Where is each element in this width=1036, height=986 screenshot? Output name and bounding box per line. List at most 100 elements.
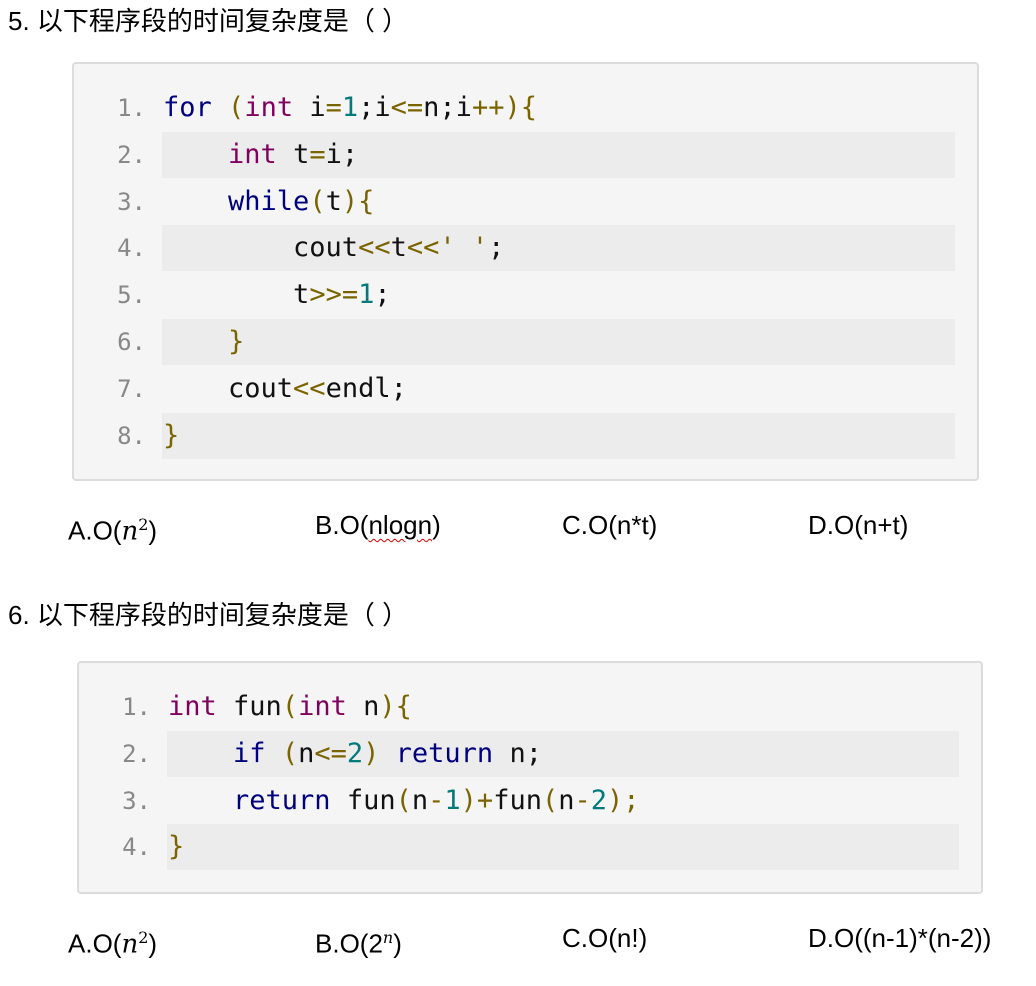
code-token-kw: for [163, 92, 212, 123]
code-token-num: 1 [341, 92, 359, 123]
code-token-op: <= [390, 92, 424, 123]
code-line: 1.int fun(int n){ [79, 684, 959, 730]
code-line: 5. t>>=1; [74, 272, 955, 318]
code-token-op: ( [281, 691, 299, 722]
code-line: 8.} [74, 412, 955, 459]
code-token-op: << [293, 372, 326, 404]
code-token-id [212, 92, 228, 123]
code-line: 1.for (int i=1;i<=n;i++){ [74, 85, 955, 131]
code-token-op: = [325, 92, 342, 123]
code-block-q5: 1.for (int i=1;i<=n;i++){2. int t=i;3. w… [72, 62, 979, 481]
code-token-op: ' ' [439, 232, 489, 264]
code-token-id: cout [163, 372, 294, 404]
code-token-ty: int [244, 92, 294, 123]
code-token-ty: int [168, 691, 217, 722]
code-token-id: n;i [423, 92, 472, 123]
code-token-op: } [168, 831, 185, 863]
code-token-op: ( [228, 92, 245, 123]
code-token-id: fun [493, 784, 542, 816]
code-token-op: >>= [309, 279, 359, 311]
code-token-id: ; [374, 279, 391, 311]
code-line: 2. int t=i; [74, 131, 955, 178]
code-token-op: << [406, 232, 440, 264]
code-token-op: ){ [379, 691, 412, 722]
code-token-op: ); [607, 784, 640, 816]
code-token-id: fun [216, 691, 282, 722]
code-token-id: t [276, 138, 310, 170]
code-token-op: ){ [341, 185, 375, 217]
line-number: 2. [122, 739, 151, 768]
code-token-id: n; [493, 737, 542, 769]
code-token-op: <= [314, 737, 347, 769]
code-token-op: - [428, 784, 445, 816]
code-token-id: t [390, 232, 407, 264]
line-number: 3. [117, 187, 146, 216]
code-text: if (n<=2) return n; [167, 730, 959, 777]
line-number: 3. [122, 786, 151, 815]
code-token-id: n [346, 691, 380, 722]
option-c: C.O(n*t) [562, 510, 658, 540]
code-token-op: - [574, 784, 591, 816]
line-number: 5. [117, 281, 146, 310]
code-token-id: n [558, 784, 575, 816]
code-block-q6: 1.int fun(int n){2. if (n<=2) return n;3… [77, 661, 983, 894]
code-token-id: n [411, 784, 429, 816]
code-token-id: endl; [325, 372, 407, 404]
code-token-num: 2 [590, 784, 608, 816]
code-line: 4.} [79, 824, 959, 871]
code-token-id [163, 139, 228, 170]
code-token-ty: int [228, 138, 277, 170]
code-token-id [163, 326, 228, 357]
code-text: t>>=1; [162, 272, 955, 318]
code-token-id: t [325, 185, 342, 217]
option-d: D.O(n+t) [808, 510, 909, 540]
code-text: int fun(int n){ [167, 684, 959, 730]
option-c: C.O(n!) [562, 923, 648, 953]
code-token-op: ++){ [471, 92, 537, 123]
code-token-op: } [163, 419, 180, 451]
line-number: 2. [117, 140, 146, 169]
code-token-op: << [358, 232, 391, 264]
option-a: A.O(n2) [68, 928, 158, 960]
code-token-op: ( [309, 185, 326, 217]
line-number: 4. [122, 833, 151, 862]
line-number: 6. [117, 328, 146, 356]
code-line: 3. while(t){ [74, 179, 955, 225]
code-token-op: ( [395, 784, 412, 816]
code-token-num: 1 [358, 279, 375, 311]
code-text: return fun(n-1)+fun(n-2); [167, 778, 959, 824]
code-token-id [168, 785, 233, 816]
code-line: 4. cout<<t<<' '; [74, 225, 955, 272]
code-line: 3. return fun(n-1)+fun(n-2); [79, 778, 959, 824]
code-text: while(t){ [162, 179, 955, 225]
code-token-id [168, 738, 233, 769]
code-token-op: )+ [460, 784, 494, 816]
code-token-op: ) [363, 737, 380, 769]
line-number: 4. [117, 234, 146, 263]
code-token-op: ( [541, 784, 559, 816]
code-text: for (int i=1;i<=n;i++){ [162, 85, 955, 131]
code-token-id [266, 738, 282, 769]
code-token-op: ( [281, 737, 299, 769]
option-b: B.O(nlogn) [315, 510, 441, 540]
code-token-id: ;i [358, 92, 391, 123]
code-token-id: i [293, 92, 326, 123]
code-line: 2. if (n<=2) return n; [79, 730, 959, 777]
code-token-kw: while [228, 185, 310, 217]
code-token-num: 1 [444, 784, 461, 816]
option-b: B.O(2n) [315, 928, 402, 959]
code-token-id: i; [325, 138, 359, 170]
code-token-ty: int [298, 691, 347, 722]
line-number: 7. [117, 374, 146, 403]
code-text: } [162, 412, 955, 459]
code-token-num: 2 [346, 737, 364, 769]
option-d: D.O((n-1)*(n-2)) [808, 923, 992, 953]
code-token-kw: return [233, 784, 331, 816]
code-token-id [379, 738, 395, 769]
code-token-id: ; [488, 232, 505, 264]
code-token-id: n [298, 737, 315, 769]
code-token-op: } [228, 326, 245, 357]
question-5-title: 5. 以下程序段的时间复杂度是（ ） [8, 6, 409, 36]
code-line: 7. cout<<endl; [74, 366, 955, 412]
code-token-id [163, 186, 228, 217]
